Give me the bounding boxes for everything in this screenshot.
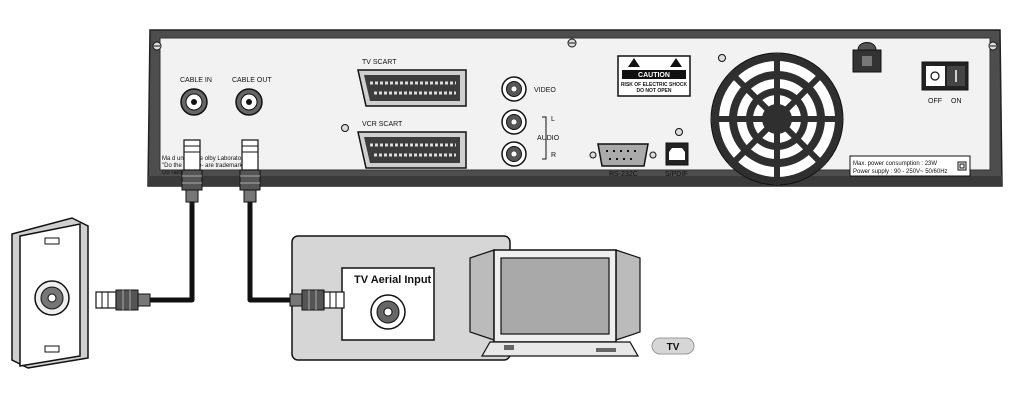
video-rca-jack[interactable] — [501, 76, 527, 102]
cable-out-connector[interactable] — [235, 88, 263, 116]
tv-aerial-cable — [247, 200, 292, 303]
dolby-text-line2: "Do the double- are trademarks of — [162, 163, 253, 169]
power-spec-box — [849, 155, 971, 177]
rs232c-label: RS-232C — [609, 171, 638, 178]
tv-badge-label: TV — [667, 342, 680, 353]
panel-screw — [988, 41, 998, 51]
rs232c-port[interactable] — [589, 143, 657, 167]
tv-scart-label: TV SCART — [362, 59, 397, 66]
warning-triangle-icon — [628, 58, 640, 67]
vcr-scart-socket[interactable] — [357, 131, 467, 169]
dolby-text-line3: Do ratories. — [162, 170, 193, 176]
antenna-cable — [150, 200, 195, 303]
warning-triangle-icon — [670, 58, 682, 67]
audio-right-rca-jack[interactable] — [501, 141, 527, 167]
vcr-scart-label: VCR SCART — [362, 121, 403, 128]
power-cord-inlet[interactable] — [852, 42, 882, 73]
coax-plug-tv — [289, 289, 345, 311]
cable-in-connector[interactable] — [180, 88, 208, 116]
coax-plug-cable-out — [239, 139, 261, 203]
cable-out-label: CABLE OUT — [232, 77, 272, 84]
tv-set — [469, 249, 641, 357]
tv-aerial-input-connector[interactable] — [370, 294, 406, 330]
panel-screw — [718, 54, 726, 62]
video-label: VIDEO — [534, 87, 556, 94]
panel-screw — [567, 38, 577, 48]
power-supply-text: Power supply : 90 - 250V~ 50/60Hz — [853, 169, 948, 175]
coax-plug-cable-in — [181, 139, 203, 203]
audio-label: AUDIO — [537, 135, 560, 142]
power-consumption-text: Max. power consumption : 23W — [853, 161, 937, 167]
tv-scart-socket[interactable] — [357, 69, 467, 107]
coax-plug-wall — [95, 289, 151, 311]
audio-right-label: R — [551, 152, 556, 159]
power-switch[interactable] — [921, 61, 969, 91]
audio-bracket — [542, 116, 547, 160]
tv-screen — [500, 257, 610, 335]
panel-screw — [341, 124, 349, 132]
wall-aerial-socket — [11, 217, 89, 369]
spdif-port[interactable] — [665, 142, 689, 166]
caution-line2: DO NOT OPEN — [636, 88, 671, 94]
power-on-label: ON — [951, 98, 962, 105]
spdif-label: S/PDIF — [665, 171, 688, 178]
caution-title: CAUTION — [638, 72, 670, 79]
audio-left-label: L — [551, 116, 555, 123]
audio-left-rca-jack[interactable] — [501, 109, 527, 135]
dolby-text-line1: Ma d under lice olby Laboratories. — [162, 156, 253, 162]
tv-aerial-input-label: TV Aerial Input — [354, 274, 432, 286]
panel-bottom-rail — [148, 176, 1002, 186]
caution-label: CAUTION RISK OF ELECTRIC SHOCK DO NOT OP… — [617, 55, 691, 97]
power-off-label: OFF — [928, 98, 942, 105]
caution-line1: RISK OF ELECTRIC SHOCK — [621, 82, 688, 88]
fan-grille — [710, 52, 844, 186]
panel-screw — [152, 41, 162, 51]
tv-badge — [651, 337, 695, 355]
panel-screw — [675, 128, 683, 136]
cable-in-label: CABLE IN — [180, 77, 212, 84]
